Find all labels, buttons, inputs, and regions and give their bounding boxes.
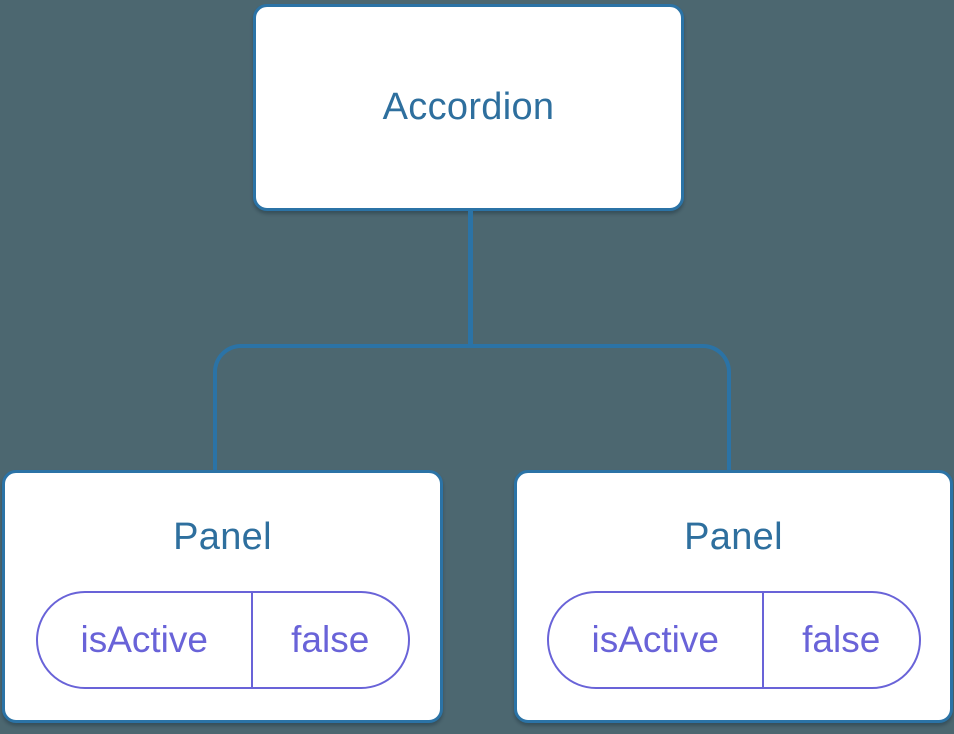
state-value: false [291, 618, 370, 660]
node-panel-left: Panel isActive false [2, 470, 443, 723]
state-pill-left: isActive false [35, 590, 410, 689]
state-pill-right: isActive false [546, 590, 921, 689]
accordion-label: Accordion [382, 86, 555, 128]
connector-bracket [213, 344, 731, 472]
state-key: isActive [38, 592, 253, 687]
node-panel-right: Panel isActive false [514, 470, 953, 723]
state-key: isActive [549, 592, 764, 687]
panel-right-label: Panel [684, 516, 783, 558]
panel-left-label: Panel [173, 516, 272, 558]
state-value: false [802, 618, 881, 660]
node-accordion: Accordion [253, 4, 684, 211]
connector-stem [468, 211, 473, 347]
